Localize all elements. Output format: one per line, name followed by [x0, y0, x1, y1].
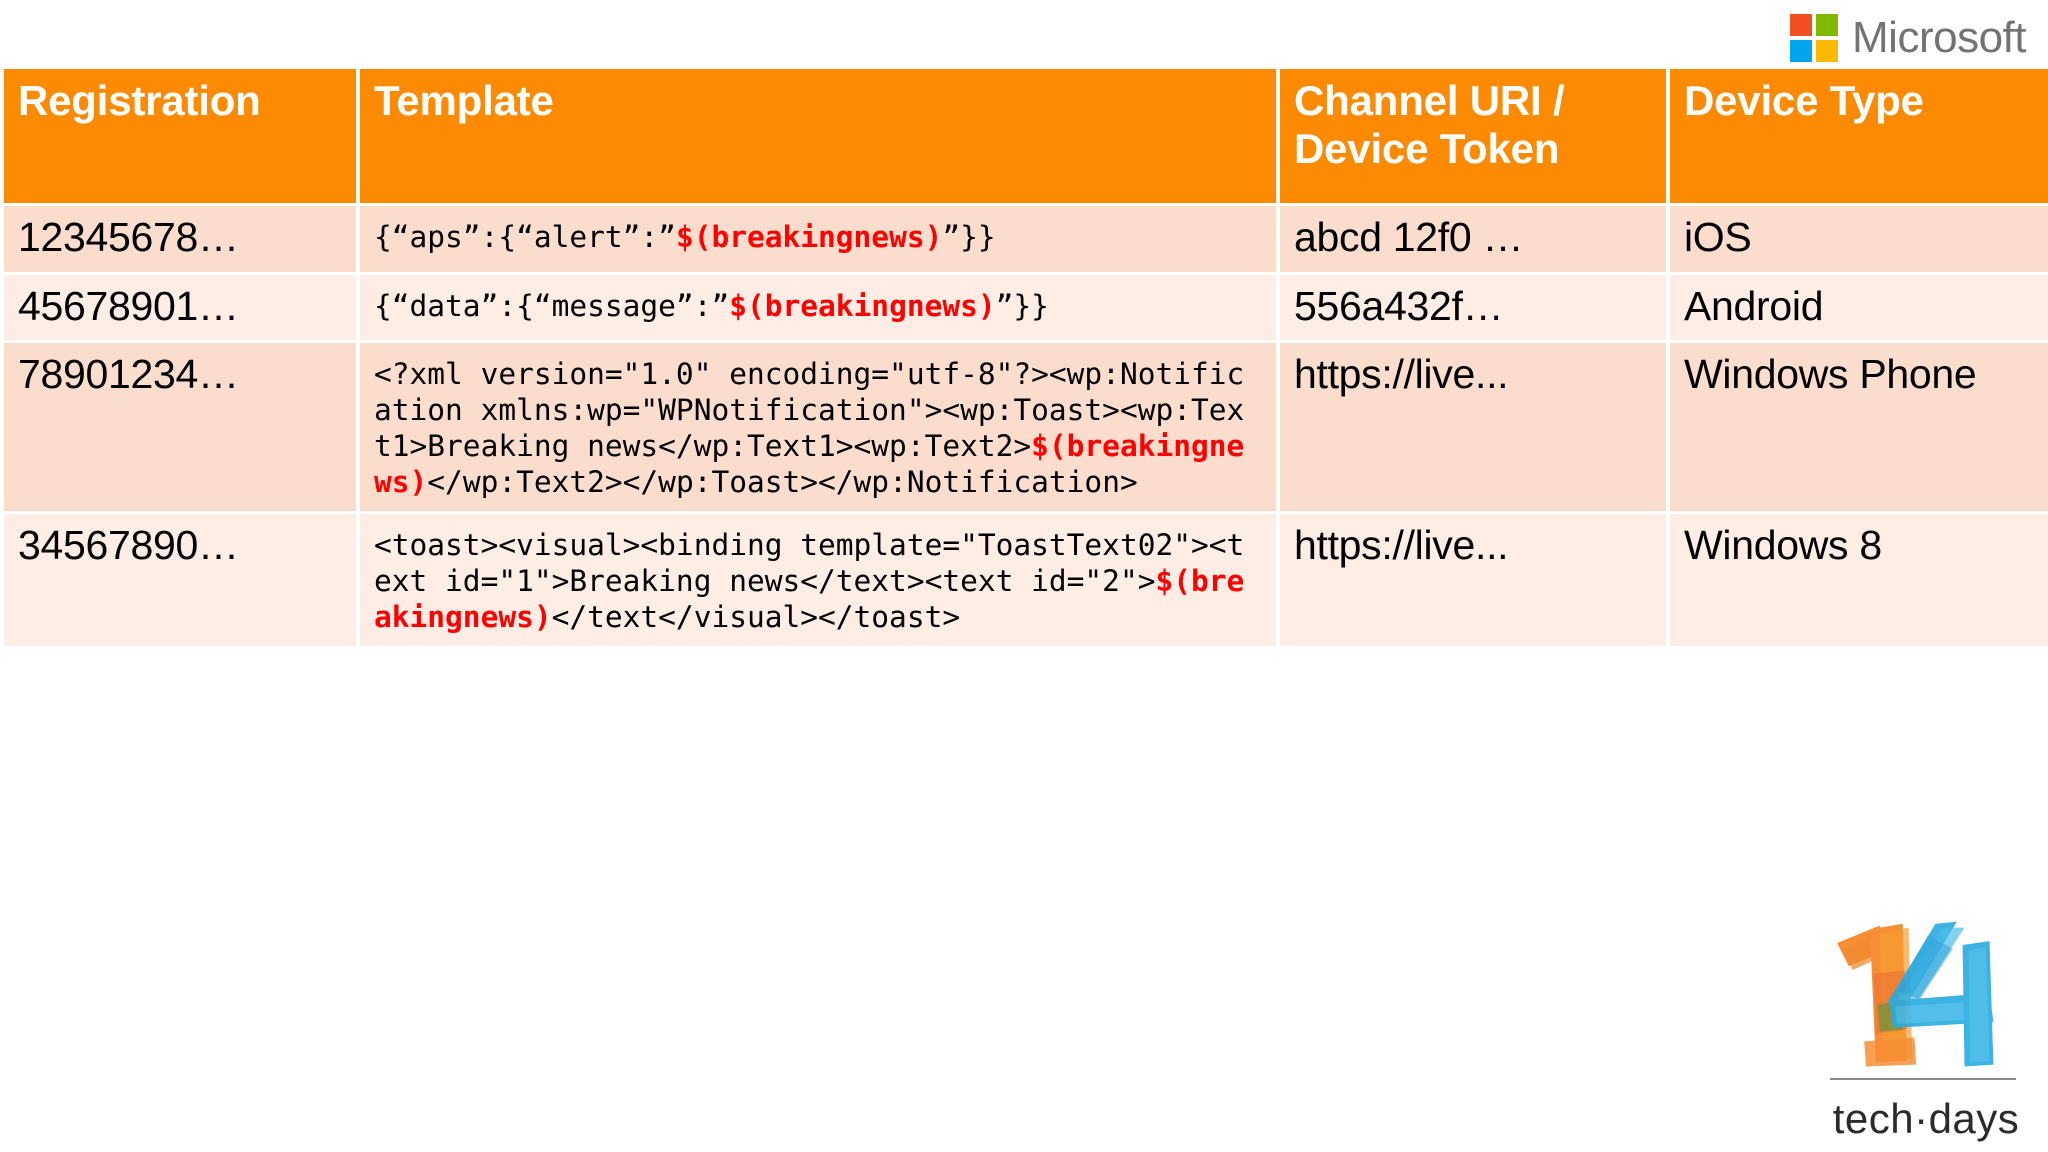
- table-row: 45678901… {“data”:{“message”:”$(breaking…: [4, 274, 2048, 341]
- template-text: ”}}: [942, 220, 996, 254]
- cell-template: <?xml version="1.0" encoding="utf-8"?><w…: [360, 343, 1276, 512]
- techdays-wordmark: tech·days: [1832, 1095, 2020, 1142]
- microsoft-logo: Microsoft: [1790, 14, 2026, 62]
- cell-registration: 34567890…: [4, 514, 356, 646]
- template-text: {“aps”:{“alert”:”: [374, 220, 676, 254]
- template-text: <?xml version="1.0" encoding="utf-8"?><w…: [374, 357, 1245, 464]
- registrations-table: Registration Template Channel URI / Devi…: [0, 66, 2048, 649]
- cell-channel-uri: https://live...: [1280, 343, 1666, 512]
- template-token: $(breakingnews): [675, 220, 943, 254]
- cell-channel-uri: 556a432f…: [1280, 274, 1666, 341]
- cell-device-type: Windows 8: [1670, 514, 2048, 646]
- template-token: $(breakingnews): [374, 564, 1245, 634]
- cell-registration: 12345678…: [4, 206, 356, 272]
- template-text: {“data”:{“message”:”: [374, 288, 730, 323]
- column-header-channel-uri: Channel URI / Device Token: [1280, 69, 1666, 203]
- column-header-registration: Registration: [4, 69, 356, 203]
- table-row: 34567890… <toast><visual><binding templa…: [4, 514, 2048, 646]
- table-header-row: Registration Template Channel URI / Devi…: [4, 69, 2048, 203]
- cell-registration: 78901234…: [4, 343, 356, 512]
- techdays-14-mark-icon: [1837, 921, 1994, 1067]
- cell-template: {“data”:{“message”:”$(breakingnews)”}}: [360, 274, 1276, 341]
- cell-registration: 45678901…: [4, 274, 356, 341]
- cell-device-type: Android: [1670, 274, 2048, 341]
- cell-template: <toast><visual><binding template="ToastT…: [360, 514, 1276, 646]
- template-token: $(breakingnews): [374, 429, 1245, 500]
- microsoft-wordmark: Microsoft: [1852, 13, 2026, 62]
- microsoft-square-red-icon: [1790, 14, 1813, 36]
- microsoft-square-blue-icon: [1790, 40, 1813, 62]
- microsoft-square-yellow-icon: [1816, 40, 1839, 62]
- table-body: 12345678… {“aps”:{“alert”:”$(breakingnew…: [4, 206, 2048, 646]
- cell-device-type: iOS: [1670, 206, 2048, 272]
- microsoft-logo-squares: [1790, 14, 1839, 62]
- table-row: 12345678… {“aps”:{“alert”:”$(breakingnew…: [4, 206, 2048, 272]
- cell-channel-uri: abcd 12f0 …: [1280, 206, 1666, 272]
- cell-template: {“aps”:{“alert”:”$(breakingnews)”}}: [360, 206, 1276, 272]
- techdays-logo: tech·days: [1816, 916, 2030, 1142]
- techdays-divider: [1830, 1078, 2016, 1080]
- template-text: </text</visual></toast>: [551, 600, 961, 634]
- cell-device-type: Windows Phone: [1670, 343, 2048, 512]
- cell-channel-uri: https://live...: [1280, 514, 1666, 646]
- table-header: Registration Template Channel URI / Devi…: [4, 69, 2048, 203]
- table-row: 78901234… <?xml version="1.0" encoding="…: [4, 343, 2048, 512]
- template-text: </wp:Text2></wp:Toast></wp:Notification>: [427, 465, 1138, 500]
- column-header-device-type: Device Type: [1670, 69, 2048, 203]
- template-text: ”}}: [995, 288, 1049, 323]
- template-token: $(breakingnews): [729, 288, 996, 323]
- microsoft-square-green-icon: [1816, 14, 1839, 36]
- column-header-template: Template: [360, 69, 1276, 203]
- template-text: <toast><visual><binding template="ToastT…: [374, 528, 1245, 599]
